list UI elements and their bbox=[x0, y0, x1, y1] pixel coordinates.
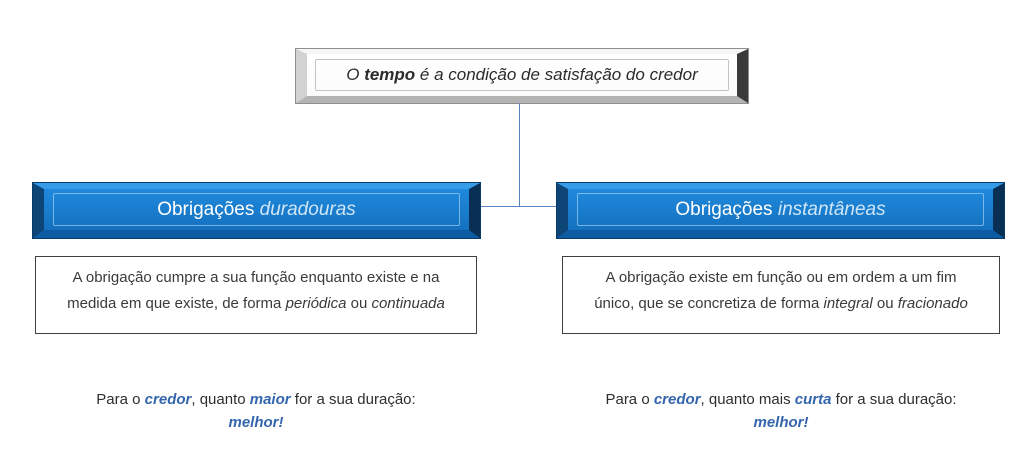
description-box-right: A obrigação existe em função ou em ordem… bbox=[562, 256, 1000, 334]
footer-line: Para o credor, quanto mais curta for a s… bbox=[605, 391, 957, 408]
connector-horizontal-line bbox=[481, 206, 557, 207]
footer-line: Para o credor, quanto maior for a sua du… bbox=[96, 391, 416, 408]
header-inner-frame-left: Obrigações duradouras bbox=[53, 193, 460, 226]
connector-vertical-line bbox=[519, 103, 520, 207]
title-box: O tempo é a condição de satisfação do cr… bbox=[296, 49, 748, 103]
description-line: medida em que existe, de forma periódica… bbox=[67, 295, 445, 312]
header-label-duradouras: Obrigações duradouras bbox=[157, 198, 356, 220]
description-box-left: A obrigação cumpre a sua função enquanto… bbox=[35, 256, 477, 334]
footer-note-left: Para o credor, quanto maior for a sua du… bbox=[35, 388, 477, 434]
header-box-instantaneas: Obrigações instantâneas bbox=[557, 183, 1004, 238]
description-line: único, que se concretiza de forma integr… bbox=[594, 295, 968, 312]
title-text: O tempo é a condição de satisfação do cr… bbox=[346, 65, 698, 84]
header-inner-frame-right: Obrigações instantâneas bbox=[577, 193, 984, 226]
footer-note-right: Para o credor, quanto mais curta for a s… bbox=[562, 388, 1000, 434]
header-box-duradouras: Obrigações duradouras bbox=[33, 183, 480, 238]
title-inner-frame: O tempo é a condição de satisfação do cr… bbox=[315, 59, 729, 91]
description-line: A obrigação cumpre a sua função enquanto… bbox=[72, 269, 440, 286]
header-label-instantaneas: Obrigações instantâneas bbox=[675, 198, 886, 220]
description-line: A obrigação existe em função ou em ordem… bbox=[605, 269, 957, 286]
footer-line: melhor! bbox=[228, 414, 284, 431]
footer-line: melhor! bbox=[753, 414, 809, 431]
